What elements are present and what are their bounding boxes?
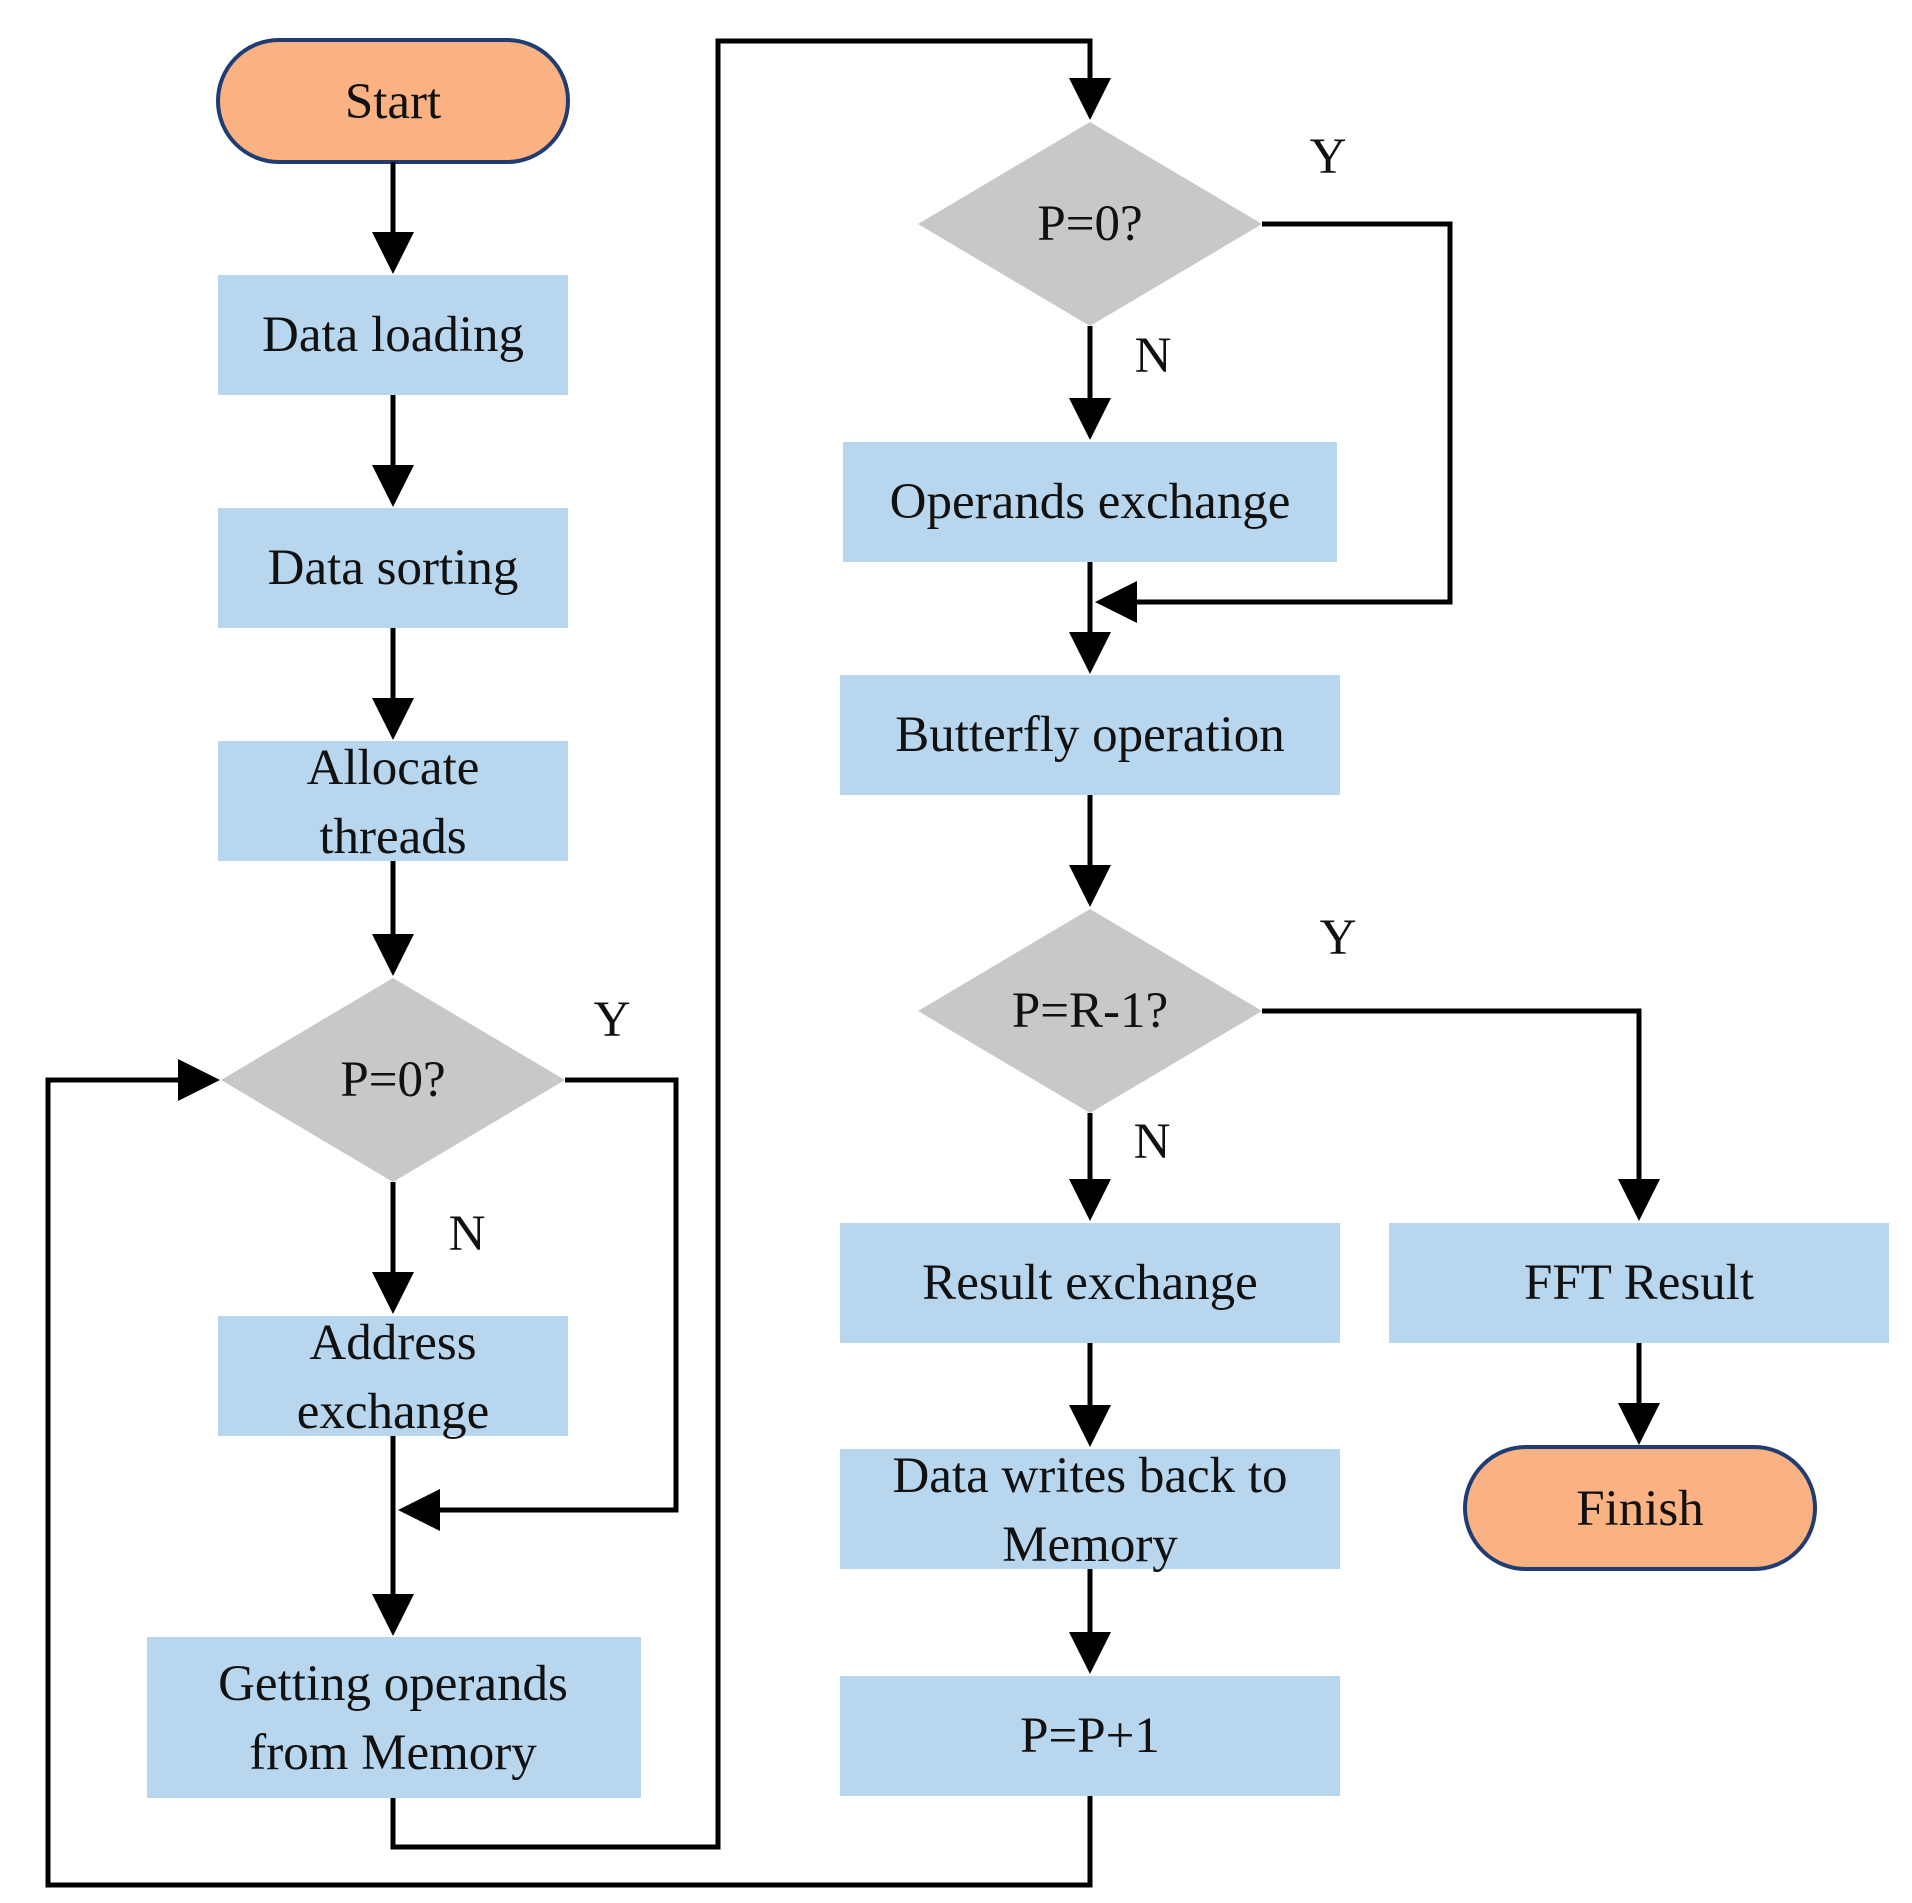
label-pr1-no: N xyxy=(1134,1114,1171,1170)
address-exchange-box: Address exchange xyxy=(218,1315,568,1440)
arrowhead-increment xyxy=(1069,1632,1111,1674)
edge-getting-to-right-decision xyxy=(390,38,1093,1850)
arrowhead-left-merge xyxy=(398,1489,440,1531)
decision-p0-left-label: P=0? xyxy=(340,1052,445,1108)
arrowhead-allocate xyxy=(372,698,414,740)
start-terminal: Start xyxy=(216,38,570,164)
arrowhead-operands xyxy=(1069,398,1111,440)
data-loading-shape xyxy=(218,275,568,395)
label-pr1-yes: Y xyxy=(1320,910,1357,966)
arrowhead-fft-result xyxy=(1618,1179,1660,1221)
address-exchange-label-line1: Address xyxy=(309,1315,476,1371)
p-increment-shape xyxy=(840,1676,1340,1796)
arrowhead-pr1 xyxy=(1069,865,1111,907)
butterfly-operation-label: Butterfly operation xyxy=(895,707,1284,763)
arrowhead-decision-left xyxy=(372,934,414,976)
data-writes-back-label-line2: Memory xyxy=(1002,1517,1178,1573)
allocate-threads-label-line1: Allocate xyxy=(307,740,480,796)
getting-operands-shape xyxy=(147,1637,641,1798)
arrowhead-butterfly xyxy=(1069,632,1111,674)
decision-pr1-shape xyxy=(918,909,1262,1113)
butterfly-operation-box: Butterfly operation xyxy=(840,675,1340,795)
result-exchange-box: Result exchange xyxy=(840,1223,1340,1343)
p-increment-box: P=P+1 xyxy=(840,1676,1340,1796)
data-sorting-box: Data sorting xyxy=(218,508,568,628)
p-increment-label: P=P+1 xyxy=(1020,1708,1160,1764)
data-loading-label: Data loading xyxy=(262,307,524,363)
arrowhead-loop-back xyxy=(178,1059,220,1101)
decision-p0-right-shape xyxy=(918,122,1262,326)
getting-operands-label-line2: from Memory xyxy=(249,1725,537,1781)
decision-p0-left: P=0? xyxy=(221,978,565,1182)
finish-label: Finish xyxy=(1576,1481,1704,1537)
allocate-threads-shape xyxy=(218,741,568,861)
data-writes-back-label-line1: Data writes back to xyxy=(892,1448,1287,1504)
decision-p0-left-shape xyxy=(221,978,565,1182)
data-loading-box: Data loading xyxy=(218,275,568,395)
result-exchange-label: Result exchange xyxy=(922,1255,1258,1311)
arrowhead-sorting xyxy=(372,465,414,507)
finish-terminal: Finish xyxy=(1463,1445,1817,1571)
data-sorting-shape xyxy=(218,508,568,628)
label-right-yes: Y xyxy=(1310,129,1347,185)
decision-pr1: P=R-1? xyxy=(918,909,1262,1113)
label-right-no: N xyxy=(1135,328,1172,384)
result-exchange-shape xyxy=(840,1223,1340,1343)
data-writes-back-box: Data writes back to Memory xyxy=(840,1448,1340,1573)
arrowhead-address xyxy=(372,1272,414,1314)
butterfly-operation-shape xyxy=(840,675,1340,795)
edge-pr1-yes xyxy=(1262,1008,1642,1183)
address-exchange-shape xyxy=(218,1316,568,1436)
operands-exchange-shape xyxy=(843,442,1337,562)
label-left-yes: Y xyxy=(594,992,631,1048)
label-left-no: N xyxy=(449,1206,486,1262)
arrowhead-writeback xyxy=(1069,1405,1111,1447)
decision-p0-right: P=0? xyxy=(918,122,1262,326)
finish-shape xyxy=(1463,1445,1817,1571)
fft-result-label: FFT Result xyxy=(1524,1255,1754,1311)
arrowhead-result-exchange xyxy=(1069,1179,1111,1221)
arrowhead-finish xyxy=(1618,1403,1660,1445)
decision-pr1-label: P=R-1? xyxy=(1012,983,1168,1039)
arrowhead-right-merge xyxy=(1095,581,1137,623)
fft-result-box: FFT Result xyxy=(1389,1223,1889,1343)
edge-loop-back xyxy=(45,1077,1093,1888)
arrowhead-getting xyxy=(372,1594,414,1636)
allocate-threads-box: Allocate threads xyxy=(218,740,568,865)
decision-p0-right-label: P=0? xyxy=(1037,196,1142,252)
getting-operands-box: Getting operands from Memory xyxy=(147,1637,641,1798)
data-sorting-label: Data sorting xyxy=(268,540,519,596)
data-writes-back-shape xyxy=(840,1449,1340,1569)
arrowhead-loading xyxy=(372,232,414,274)
allocate-threads-label-line2: threads xyxy=(319,809,466,865)
edge-decision-left-yes xyxy=(436,1077,679,1513)
fft-result-shape xyxy=(1389,1223,1889,1343)
start-label: Start xyxy=(345,74,441,130)
address-exchange-label-line2: exchange xyxy=(297,1384,490,1440)
operands-exchange-label: Operands exchange xyxy=(890,474,1291,530)
getting-operands-label-line1: Getting operands xyxy=(218,1656,568,1712)
edge-decision-right-yes xyxy=(1133,221,1453,605)
operands-exchange-box: Operands exchange xyxy=(843,442,1337,562)
arrowhead-decision-right xyxy=(1069,78,1111,120)
